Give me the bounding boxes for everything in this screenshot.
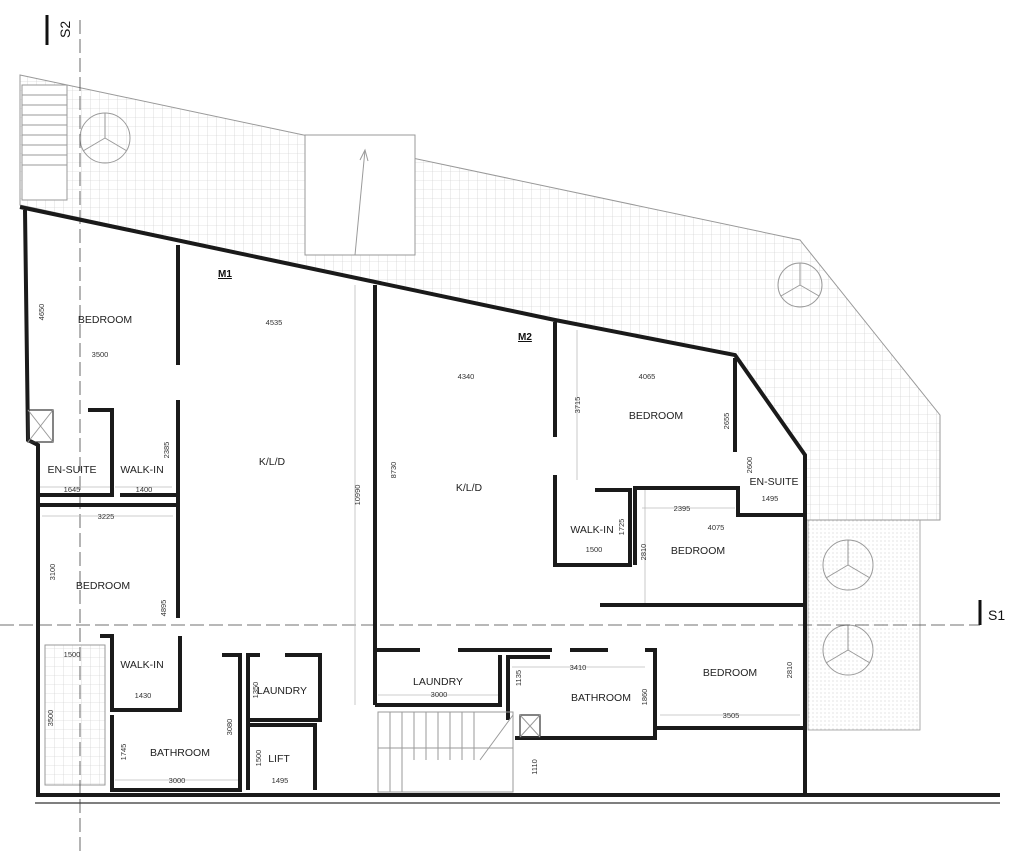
room-label: LAUNDRY (413, 676, 463, 688)
dimension-label: 2810 (785, 662, 794, 679)
dimension-label: 1645 (64, 485, 81, 494)
room-label: WALK-IN (120, 659, 163, 671)
dimension-label: 1350 (251, 682, 260, 699)
dimension-label: 2600 (745, 457, 754, 474)
dimension-label: 4340 (458, 372, 475, 381)
dimension-label: 3000 (169, 776, 186, 785)
dimension-label: 2395 (674, 504, 691, 513)
room-labels: BEDROOM EN-SUITE WALK-IN K/L/D BEDROOM W… (47, 314, 798, 765)
walls (19, 205, 1000, 804)
room-label: BEDROOM (78, 314, 132, 326)
terrace-area (19, 74, 941, 786)
dimension-label: 2655 (722, 413, 731, 430)
dimension-label: 3505 (723, 711, 740, 720)
dimension-lines (40, 285, 800, 781)
dimension-label: 2810 (639, 544, 648, 561)
dimension-label: 3080 (225, 719, 234, 736)
section-label-s2: S2 (57, 21, 73, 38)
room-label: BEDROOM (671, 545, 725, 557)
dimension-label: 3000 (431, 690, 448, 699)
dimension-label: 10990 (353, 485, 362, 506)
dimension-label: 3500 (92, 350, 109, 359)
dimension-label: 3500 (46, 710, 55, 727)
dimension-labels: 4650 3500 4535 2385 1645 1400 10990 3225… (37, 304, 794, 785)
dimension-label: 1110 (530, 759, 539, 775)
dimension-label: 4535 (266, 318, 283, 327)
dimension-label: 3410 (570, 663, 587, 672)
room-label: WALK-IN (120, 464, 163, 476)
dimension-label: 1495 (272, 776, 289, 785)
marker-m1: M1 (218, 269, 232, 280)
dimension-label: 1500 (64, 650, 81, 659)
dimension-label: 4065 (639, 372, 656, 381)
room-label: BATHROOM (571, 692, 631, 704)
room-label: LIFT (268, 753, 290, 765)
dimension-label: 1500 (586, 545, 603, 554)
dimension-label: 1500 (254, 750, 263, 767)
dimension-label: 1860 (640, 689, 649, 706)
room-label: LAUNDRY (257, 685, 307, 697)
room-label: K/L/D (456, 482, 483, 494)
dimension-label: 3225 (98, 512, 115, 521)
dimension-label: 1135 (514, 670, 523, 686)
room-label: EN-SUITE (47, 464, 96, 476)
dimension-label: 1725 (617, 519, 626, 536)
room-label: EN-SUITE (749, 476, 798, 488)
dimension-label: 4650 (37, 304, 46, 321)
room-label: BEDROOM (76, 580, 130, 592)
section-label-s1: S1 (988, 607, 1005, 623)
staircase (377, 711, 514, 793)
dimension-label: 1495 (762, 494, 779, 503)
room-label: WALK-IN (570, 524, 613, 536)
room-label: BATHROOM (150, 747, 210, 759)
dimension-label: 1745 (119, 744, 128, 761)
dimension-label: 1400 (136, 485, 153, 494)
room-label: BEDROOM (703, 667, 757, 679)
marker-m2: M2 (518, 332, 532, 343)
dimension-label: 4895 (159, 600, 168, 617)
room-label: K/L/D (259, 456, 286, 468)
dimension-label: 3715 (573, 397, 582, 414)
dimension-label: 2385 (162, 442, 171, 459)
dimension-label: 4075 (708, 523, 725, 532)
dimension-label: 8730 (389, 462, 398, 479)
dimension-label: 1430 (135, 691, 152, 700)
planter-icon (79, 112, 874, 676)
room-label: BEDROOM (629, 410, 683, 422)
dimension-label: 3100 (48, 564, 57, 581)
